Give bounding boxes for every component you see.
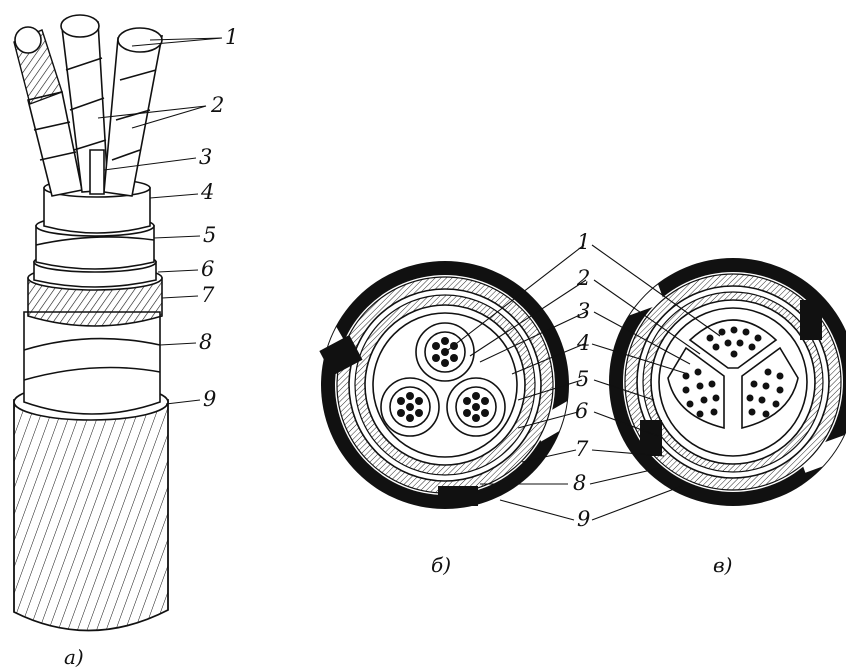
- jacket-layer-a: [23, 311, 161, 415]
- label-bv-9: 9: [577, 507, 590, 531]
- label-a-3: 3: [199, 145, 212, 169]
- core-left-b: [380, 377, 440, 437]
- cross-section-b: [319, 261, 569, 509]
- leaders-a: [97, 37, 223, 405]
- label-a-7: 7: [201, 283, 215, 307]
- label-bv-7: 7: [575, 437, 589, 461]
- sector-core-right-v: [741, 346, 799, 430]
- label-bv-2: 2: [576, 266, 590, 290]
- labels-a: 1 2 3 4 5 6 7 8 9: [199, 25, 238, 411]
- caption-b: б): [431, 553, 451, 577]
- caption-v: в): [713, 553, 732, 577]
- leaders-bv: [447, 244, 721, 521]
- label-a-6: 6: [201, 257, 214, 281]
- cross-section-v: [609, 258, 846, 506]
- caption-a: a): [64, 645, 84, 669]
- labels-bv: 1 2 3 4 5 6 7 8 9: [573, 230, 590, 531]
- label-bv-3: 3: [577, 299, 590, 323]
- label-a-9: 9: [203, 387, 216, 411]
- label-a-4: 4: [200, 180, 214, 204]
- label-bv-8: 8: [573, 471, 586, 495]
- label-bv-5: 5: [576, 367, 589, 391]
- core-top-b: [415, 322, 475, 382]
- round-cores-b: [380, 322, 506, 437]
- label-a-8: 8: [199, 330, 212, 354]
- cable-cutaway-a: [13, 14, 169, 632]
- sector-cores-v: [667, 319, 799, 430]
- label-bv-4: 4: [576, 331, 590, 355]
- core-right-b: [446, 377, 506, 437]
- label-bv-1: 1: [577, 230, 590, 254]
- armor-wires-a: [13, 399, 169, 632]
- tape-armor-a: [27, 277, 163, 327]
- belt-insulation-a: [43, 187, 151, 234]
- filler-a: [89, 149, 105, 195]
- label-a-5: 5: [203, 223, 216, 247]
- label-bv-6: 6: [575, 399, 588, 423]
- label-a-1: 1: [225, 25, 238, 49]
- sector-core-top-v: [688, 319, 778, 369]
- label-a-2: 2: [210, 93, 224, 117]
- sector-core-left-v: [667, 346, 725, 430]
